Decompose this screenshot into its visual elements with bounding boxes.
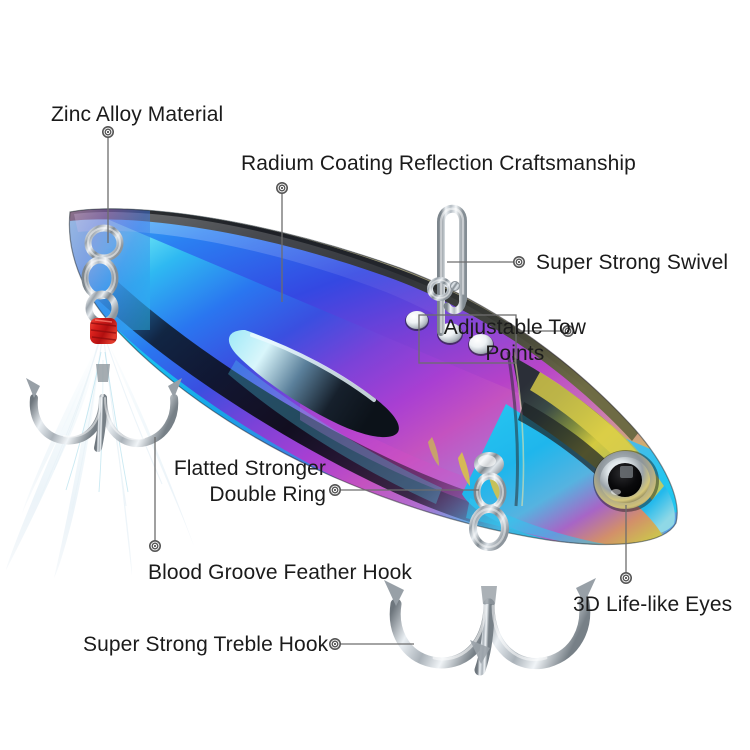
callout-dot-adjustable-tow-points [561, 324, 574, 337]
callout-dot-super-strong-treble-hook [328, 637, 341, 650]
callout-label-radium-coating: Radium Coating Reflection Craftsmanship [241, 152, 636, 175]
lure-head-lower [462, 404, 665, 545]
callout-dot-flatted-stronger-double-ring [328, 483, 341, 496]
treble-hook [389, 540, 591, 676]
eye-group [593, 450, 659, 512]
callout-label-3d-life-like-eyes: 3D Life-like Eyes [573, 593, 733, 616]
callout-dot-radium-coating [275, 182, 288, 195]
callout-label-super-strong-treble-hook: Super Strong Treble Hook [83, 633, 329, 656]
red-thread-wrap [90, 318, 117, 344]
feather-plume [6, 338, 194, 578]
tow-point-holes [405, 311, 494, 356]
callout-dot-super-strong-swivel [512, 255, 525, 268]
swivel-clip-hook [443, 294, 467, 315]
callout-label-flatted-stronger-double-ring: Flatted Stronger Double Ring [173, 457, 326, 506]
callout-dot-blood-groove-feather-hook [149, 539, 162, 552]
belly-treble-hook-group [384, 452, 596, 676]
callout-label-adjustable-tow-points: Adjustable Tow Points [443, 316, 586, 365]
callout-dot-zinc-alloy-material [102, 126, 115, 139]
callout-label-zinc-alloy-material: Zinc Alloy Material [51, 103, 224, 126]
tow-points-bracket [418, 314, 517, 364]
feather-hook-group [6, 318, 194, 578]
eye-pupil [608, 463, 642, 497]
tail-rings-group [81, 224, 124, 326]
callout-dots [102, 126, 632, 650]
eye-highlight [620, 466, 633, 478]
swivel-clip-group [427, 204, 467, 336]
lure-body-group [68, 208, 678, 546]
callout-leaders [107, 137, 627, 645]
callout-dot-3d-life-like-eyes [619, 571, 632, 584]
callout-label-blood-groove-feather-hook: Blood Groove Feather Hook [148, 561, 412, 584]
callout-label-super-strong-swivel: Super Strong Swivel [536, 251, 729, 274]
blood-groove [228, 330, 399, 438]
